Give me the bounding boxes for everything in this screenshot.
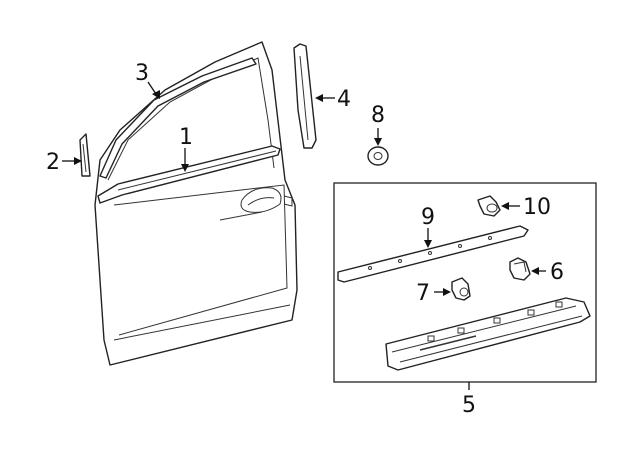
callout-1: 1 — [179, 125, 193, 150]
callout-6: 6 — [550, 260, 564, 285]
kit-box — [333, 182, 597, 383]
retainer-strip-9 — [337, 225, 529, 283]
upper-frame-moulding — [99, 57, 257, 179]
clip-7 — [451, 277, 471, 301]
clip-6 — [509, 257, 531, 281]
callout-7: 7 — [416, 281, 430, 306]
front-garnish — [79, 133, 91, 177]
callout-4: 4 — [337, 87, 351, 112]
callout-3: 3 — [135, 61, 149, 86]
callout-2: 2 — [46, 150, 60, 175]
pillar-applique — [293, 43, 317, 149]
callout-9: 9 — [421, 205, 435, 230]
grommet-8 — [367, 146, 389, 166]
belt-moulding — [97, 145, 281, 204]
front-door — [94, 41, 298, 366]
callout-5: 5 — [462, 393, 476, 418]
rocker-moulding-5 — [385, 297, 591, 371]
leader-lines — [62, 81, 546, 390]
callout-8: 8 — [371, 103, 385, 128]
callout-10: 10 — [523, 195, 551, 220]
clip-10 — [477, 195, 501, 217]
